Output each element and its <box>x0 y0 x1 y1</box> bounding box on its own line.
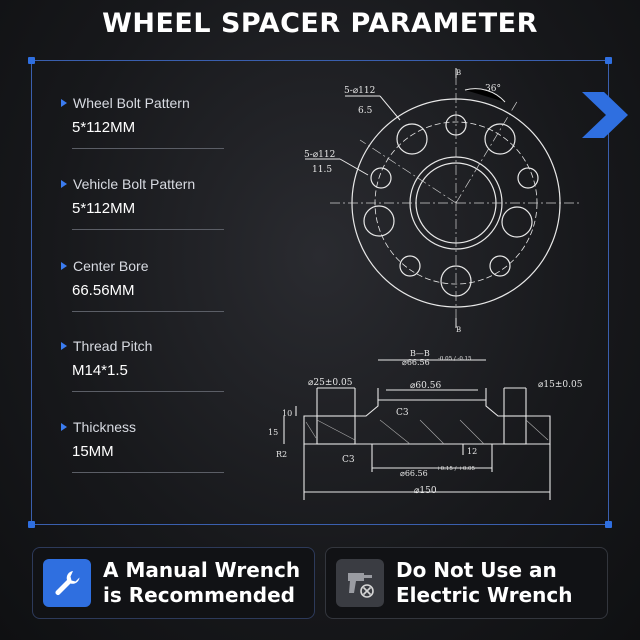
left-hole-dim: ⌀25±0.05 <box>308 378 353 388</box>
inner-dia-dim: ⌀60.56 <box>410 381 441 391</box>
bullet-triangle-icon <box>61 262 67 270</box>
stud-hole-large <box>363 205 395 237</box>
divider <box>72 229 224 230</box>
bolt-hole-small <box>370 167 392 189</box>
page-title: WHEEL SPACER PARAMETER <box>102 8 538 39</box>
frame-corner-br <box>605 521 612 528</box>
param-center-bore: Center Bore 66.56MM <box>61 258 224 312</box>
chevron-right-icon <box>582 92 628 138</box>
no-electric-wrench-card: Do Not Use an Electric Wrench <box>325 547 608 619</box>
dim-10: 10 <box>282 409 292 418</box>
param-value: 15MM <box>72 443 114 460</box>
bullet-triangle-icon <box>61 99 67 107</box>
angle-label: 36° <box>485 84 501 94</box>
frame-corner-bl <box>28 521 35 528</box>
dim-12: 12 <box>467 447 477 456</box>
bore-top-dim: ⌀66.56 <box>402 358 430 367</box>
param-label: Vehicle Bolt Pattern <box>73 176 196 192</box>
divider <box>72 391 224 392</box>
hole-size-top: 6.5 <box>358 106 373 116</box>
section-outline <box>303 399 551 445</box>
dim-15: 15 <box>268 428 278 437</box>
param-wheel-bolt-pattern: Wheel Bolt Pattern 5*112MM <box>61 95 224 149</box>
param-label: Wheel Bolt Pattern <box>73 95 190 111</box>
technical-drawing: B B 36° 5-⌀112 6.5 5-⌀112 11.5 <box>260 60 610 520</box>
wrench-icon <box>43 559 91 607</box>
hole-size-left: 11.5 <box>312 165 332 175</box>
bore-top-tol: -0.05 / -0.15 <box>438 356 472 362</box>
bullet-triangle-icon <box>61 423 67 431</box>
bullet-triangle-icon <box>61 342 67 350</box>
bullet-triangle-icon <box>61 180 67 188</box>
param-value: 66.56MM <box>72 282 135 299</box>
card-line-1: A Manual Wrench <box>103 558 301 582</box>
param-value: M14*1.5 <box>72 362 128 379</box>
stud-hole-large <box>396 123 428 155</box>
manual-wrench-card: A Manual Wrench is Recommended <box>32 547 315 619</box>
stud-hole-large <box>484 123 516 155</box>
param-label: Center Bore <box>73 258 149 274</box>
param-vehicle-bolt-pattern: Vehicle Bolt Pattern 5*112MM <box>61 176 224 230</box>
no-power-drill-icon <box>336 559 384 607</box>
hole-spec-top: 5-⌀112 <box>344 86 375 96</box>
bore-bottom-tol: +0.15 / +0.05 <box>436 466 476 472</box>
card-line-2: Electric Wrench <box>396 583 573 607</box>
chamfer-bottom: C3 <box>342 455 355 465</box>
section-mark-top: B <box>456 69 461 77</box>
param-thread-pitch: Thread Pitch M14*1.5 <box>61 338 224 392</box>
chamfer-top: C3 <box>396 408 409 418</box>
divider <box>72 472 224 473</box>
outer-dia-dim: ⌀150 <box>414 486 437 496</box>
param-label: Thickness <box>73 419 137 435</box>
param-thickness: Thickness 15MM <box>61 419 224 473</box>
section-mark-bottom: B <box>456 326 461 334</box>
bolt-hole-small <box>399 255 421 277</box>
frame-corner-tl <box>28 57 35 64</box>
frame-corner-tr <box>605 57 612 64</box>
param-value: 5*112MM <box>72 200 136 217</box>
divider <box>72 311 224 312</box>
param-label: Thread Pitch <box>73 338 153 354</box>
divider <box>72 148 224 149</box>
card-line-1: Do Not Use an <box>396 558 557 582</box>
spec-frame <box>31 60 609 525</box>
card-line-2: is Recommended <box>103 583 295 607</box>
right-hole-dim: ⌀15±0.05 <box>538 380 583 390</box>
bolt-hole-small <box>489 255 511 277</box>
section-hole-right <box>503 415 527 445</box>
hole-spec-left: 5-⌀112 <box>304 150 335 160</box>
radius-label: R2 <box>276 450 287 459</box>
drawing-svg: B B 36° 5-⌀112 6.5 5-⌀112 11.5 <box>268 68 583 500</box>
stud-hole-large <box>501 206 533 238</box>
section-hole-left <box>316 415 356 445</box>
section-label: B—B <box>410 349 430 358</box>
bolt-hole-small <box>517 167 539 189</box>
param-value: 5*112MM <box>72 119 136 136</box>
bore-bottom-dim: ⌀66.56 <box>400 469 428 478</box>
